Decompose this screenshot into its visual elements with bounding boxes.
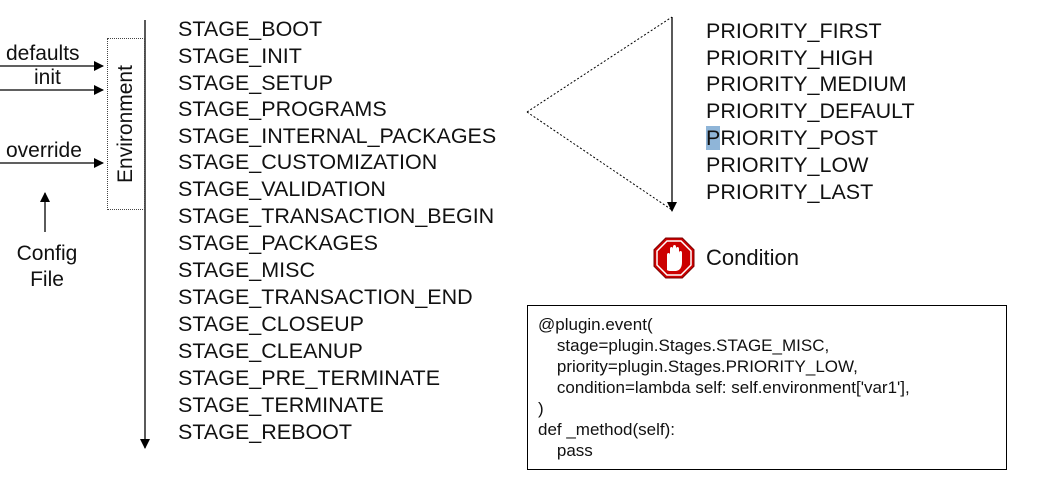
priority-expansion-top bbox=[526, 16, 673, 113]
priority-high: PRIORITY_HIGH bbox=[706, 46, 874, 70]
stage-item: STAGE_TRANSACTION_END bbox=[178, 285, 473, 309]
config-file-label: Config File bbox=[7, 241, 87, 294]
code-line: priority=plugin.Stages.PRIORITY_LOW, bbox=[538, 357, 858, 376]
code-example-box: @plugin.event( stage=plugin.Stages.STAGE… bbox=[527, 305, 1007, 470]
code-line: ) bbox=[538, 399, 544, 418]
stage-item: STAGE_INIT bbox=[178, 44, 302, 68]
stage-item: STAGE_SETUP bbox=[178, 71, 333, 95]
init-label: init bbox=[34, 66, 61, 89]
defaults-label: defaults bbox=[6, 42, 80, 65]
code-line: def _method(self): bbox=[538, 420, 676, 439]
priority-default: PRIORITY_DEFAULT bbox=[706, 99, 915, 123]
priority-low: PRIORITY_LOW bbox=[706, 153, 869, 177]
priority-medium: PRIORITY_MEDIUM bbox=[706, 72, 907, 96]
code-line: condition=lambda self: self.environment[… bbox=[538, 378, 910, 397]
environment-box bbox=[107, 38, 145, 210]
stage-item: STAGE_CLOSEUP bbox=[178, 312, 364, 336]
config-file-line-2: File bbox=[30, 268, 64, 292]
condition-label: Condition bbox=[706, 245, 799, 270]
stage-item: STAGE_INTERNAL_PACKAGES bbox=[178, 124, 497, 148]
stage-item: STAGE_PROGRAMS bbox=[178, 97, 387, 121]
override-label: override bbox=[6, 139, 82, 162]
stage-item: STAGE_CUSTOMIZATION bbox=[178, 150, 438, 174]
stage-item: STAGE_REBOOT bbox=[178, 420, 353, 444]
stage-item: STAGE_PACKAGES bbox=[178, 231, 378, 255]
priority-expansion-bottom bbox=[526, 111, 673, 211]
code-line: pass bbox=[538, 441, 593, 460]
stop-hand-icon bbox=[653, 237, 695, 279]
config-file-line-1: Config bbox=[16, 242, 78, 265]
stage-item: STAGE_TRANSACTION_BEGIN bbox=[178, 204, 495, 228]
stage-item: STAGE_VALIDATION bbox=[178, 177, 386, 201]
stage-item: STAGE_MISC bbox=[178, 258, 315, 282]
text-cursor-highlight: P bbox=[706, 126, 721, 150]
stage-item: STAGE_TERMINATE bbox=[178, 393, 384, 417]
stage-item: STAGE_BOOT bbox=[178, 17, 323, 41]
priority-first: PRIORITY_FIRST bbox=[706, 19, 882, 43]
stage-item: STAGE_PRE_TERMINATE bbox=[178, 366, 441, 390]
priority-post-rest: RIORITY_POST bbox=[720, 126, 879, 150]
environment-label: Environment bbox=[114, 65, 137, 183]
code-line: stage=plugin.Stages.STAGE_MISC, bbox=[538, 336, 830, 355]
code-line: @plugin.event( bbox=[538, 315, 653, 334]
priority-last: PRIORITY_LAST bbox=[706, 180, 874, 204]
priority-post: PRIORITY_POST bbox=[706, 126, 879, 150]
stage-item: STAGE_CLEANUP bbox=[178, 339, 363, 363]
